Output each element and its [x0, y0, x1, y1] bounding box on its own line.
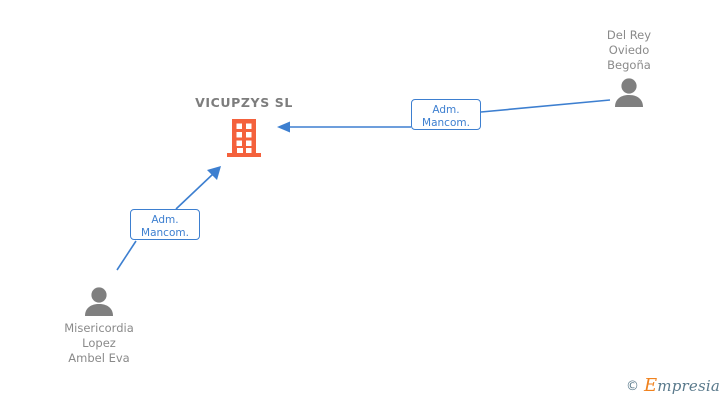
- brand-initial: E: [643, 375, 658, 396]
- person-name-label: Del Rey Oviedo Begoña: [606, 28, 652, 72]
- person-name-label: Misericordia Lopez Ambel Eva: [64, 321, 134, 365]
- brand-rest: mpresia: [657, 377, 720, 395]
- person-avatar-icon[interactable]: [612, 77, 646, 107]
- relation-label-misericordia[interactable]: Adm. Mancom.: [130, 209, 200, 240]
- watermark: © Empresia: [626, 377, 720, 395]
- building-icon[interactable]: [224, 117, 264, 159]
- company-name-label: VICUPZYS SL: [195, 95, 293, 110]
- edge-misericordia-to-label: [116, 240, 137, 271]
- copyright-icon: ©: [625, 378, 639, 394]
- company-node[interactable]: VICUPZYS SL: [168, 96, 320, 159]
- brand-logo-text: Empresia: [644, 377, 720, 395]
- person-avatar-icon[interactable]: [82, 286, 116, 316]
- edge-label-to-company-misericordia: [175, 173, 214, 210]
- person-node-misericordia-lopez-ambel-eva[interactable]: Misericordia Lopez Ambel Eva: [34, 286, 164, 366]
- arrowhead-to-company-misericordia: [207, 166, 221, 180]
- relation-label-del-rey[interactable]: Adm. Mancom.: [411, 99, 481, 130]
- arrowhead-to-company-del-rey: [277, 121, 290, 133]
- edge-del-rey-to-label: [480, 99, 611, 113]
- person-node-del-rey-oviedo-begona[interactable]: Del Rey Oviedo Begoña: [564, 28, 694, 107]
